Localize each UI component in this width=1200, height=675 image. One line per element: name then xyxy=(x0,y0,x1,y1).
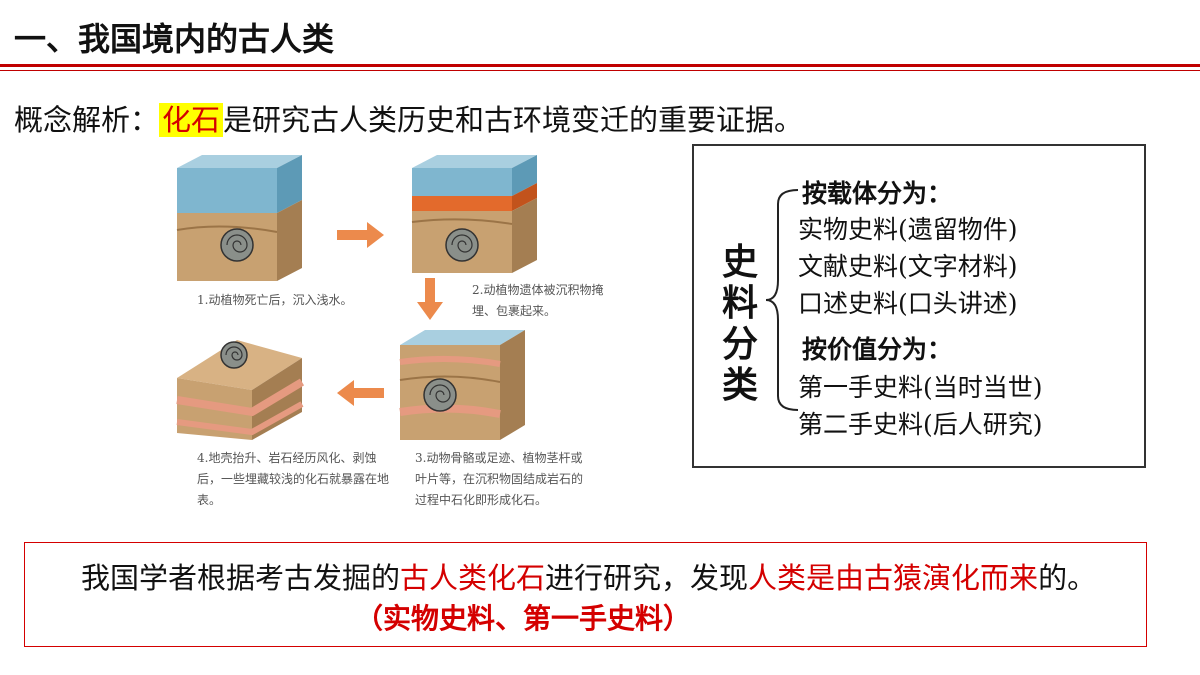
conclusion-text: 我国学者根据考古发掘的古人类化石进行研究，发现人类是由古猿演化而来的。 xyxy=(35,555,1135,601)
conclusion-part-3: 进行研究，发现 xyxy=(545,561,749,595)
fossil-formation-illustration xyxy=(176,155,537,440)
arrow-right-icon xyxy=(337,222,384,248)
stage-3-block xyxy=(399,330,525,440)
arrow-down-icon xyxy=(417,278,443,320)
conclusion-highlight-origin: 人类是由古猿演化而来 xyxy=(748,561,1039,595)
stage-2-block xyxy=(411,155,537,273)
concept-explanation: 概念解析：化石是研究古人类历史和古环境变迁的重要证据。 xyxy=(14,97,803,139)
classification-item: 口述史料(口头讲述) xyxy=(798,289,1018,318)
classification-item: 第二手史料(后人研究) xyxy=(798,410,1043,439)
main-label-char: 类 xyxy=(721,364,758,406)
conclusion-box: 我国学者根据考古发掘的古人类化石进行研究，发现人类是由古猿演化而来的。 （实物史… xyxy=(24,542,1147,647)
concept-rest: 是研究古人类历史和古环境变迁的重要证据。 xyxy=(223,103,804,137)
caption-stage-4: 4.地壳抬升、岩石经历风化、剥蚀后，一些埋藏较浅的化石就暴露在地表。 xyxy=(197,451,390,507)
concept-keyword: 化石 xyxy=(159,103,224,137)
classification-item: 第一手史料(当时当世) xyxy=(798,373,1043,402)
caption-stage-2: 2.动植物遗体被沉积物掩埋、包裹起来。 xyxy=(472,283,604,318)
stage-1-block xyxy=(176,155,302,281)
conclusion-part-1: 我国学者根据考古发掘的 xyxy=(81,561,401,595)
classification-item: 文献史料(文字材料) xyxy=(798,252,1018,281)
classification-heading: 按载体分为： xyxy=(802,179,953,208)
classification-heading: 按价值分为： xyxy=(802,335,953,364)
title-divider-thin xyxy=(0,70,1200,71)
conclusion-highlight-fossil: 古人类化石 xyxy=(400,561,546,595)
classification-main-label: 史 料 分 类 xyxy=(720,242,760,406)
stage-4-block xyxy=(176,340,305,440)
fossil-formation-figure: 1.动植物死亡后，沉入浅水。 2.动植物遗体被沉积物掩埋、包裹起来。 3.动物骨… xyxy=(172,150,612,520)
page-title: 一、我国境内的古人类 xyxy=(14,20,335,58)
main-label-char: 史 xyxy=(721,241,758,283)
main-label-char: 分 xyxy=(721,323,758,365)
title-divider xyxy=(0,64,1200,67)
arrow-left-icon xyxy=(337,380,384,406)
main-label-char: 料 xyxy=(721,282,758,324)
historical-source-classification: 史 料 分 类 按载体分为： 实物史料(遗留物件) 文献史料(文字材料) 口述史… xyxy=(692,144,1146,468)
conclusion-part-5: 的。 xyxy=(1038,561,1097,595)
source-type-note: （实物史料、第一手史料） xyxy=(355,602,692,635)
concept-prefix: 概念解析： xyxy=(14,103,160,137)
classification-item: 实物史料(遗留物件) xyxy=(798,215,1018,244)
curly-brace-icon xyxy=(765,189,799,411)
caption-stage-3: 3.动物骨骼或足迹、植物茎杆或叶片等，在沉积物固结成岩石的过程中石化即形成化石。 xyxy=(415,451,584,507)
caption-stage-1: 1.动植物死亡后，沉入浅水。 xyxy=(197,293,353,307)
